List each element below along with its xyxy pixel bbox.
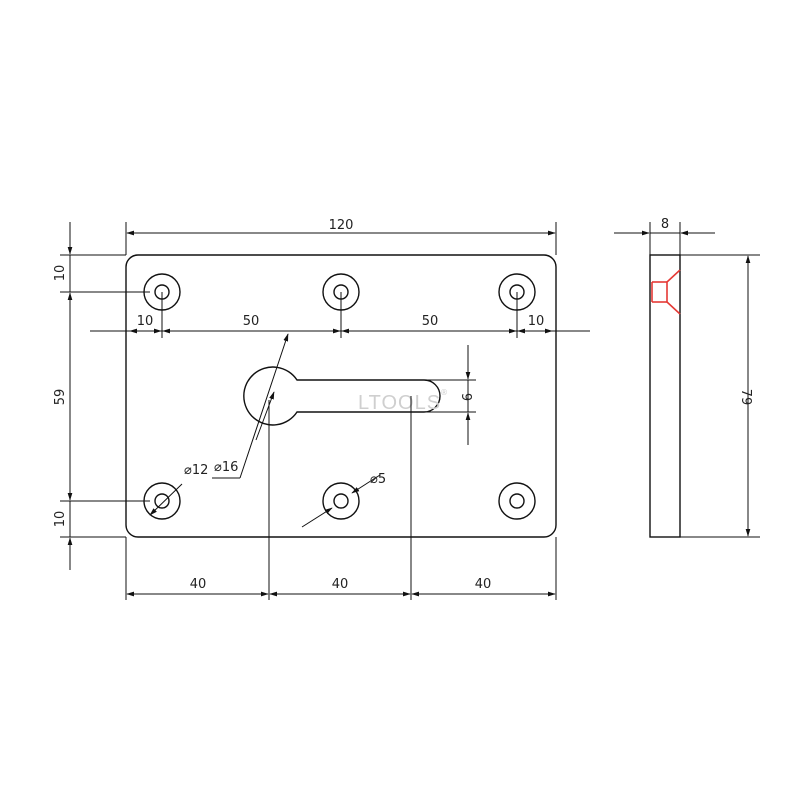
dim-hole-spacing-right: 10 bbox=[528, 314, 545, 329]
dim-bottom-seg-3: 40 bbox=[475, 577, 492, 592]
dim-bottom-margin: 10 bbox=[53, 511, 68, 528]
dim-top-margin: 10 bbox=[53, 265, 68, 282]
dim-keyhole-large-dia: ⌀16 bbox=[214, 460, 238, 475]
plate-outline bbox=[125, 254, 557, 538]
dim-hole-spacing-left: 10 bbox=[137, 314, 154, 329]
dim-keyhole-small-dia: ⌀12 bbox=[184, 463, 208, 478]
dim-bottom-seg-2: 40 bbox=[332, 577, 349, 592]
dim-hole-dia: ⌀5 bbox=[370, 472, 386, 487]
dim-overall-width: 120 bbox=[329, 218, 354, 233]
keyhole-slot bbox=[243, 366, 441, 426]
dim-hole-span-vertical: 59 bbox=[53, 389, 68, 406]
side-view-outline bbox=[649, 254, 681, 538]
dim-hole-spacing-center-a: 50 bbox=[243, 314, 260, 329]
watermark-text: LTOOLS bbox=[358, 392, 441, 414]
watermark-registered-mark: ® bbox=[440, 388, 448, 397]
hole-bottom-right bbox=[498, 482, 536, 520]
countersink-section bbox=[651, 269, 681, 315]
dim-side-thickness: 8 bbox=[661, 217, 669, 232]
dim-hole-spacing-center-b: 50 bbox=[422, 314, 439, 329]
dim-side-height: 79 bbox=[738, 389, 753, 406]
hole-bottom-center bbox=[322, 482, 360, 520]
dim-slot-width: 9 bbox=[458, 393, 473, 401]
dim-bottom-seg-1: 40 bbox=[190, 577, 207, 592]
